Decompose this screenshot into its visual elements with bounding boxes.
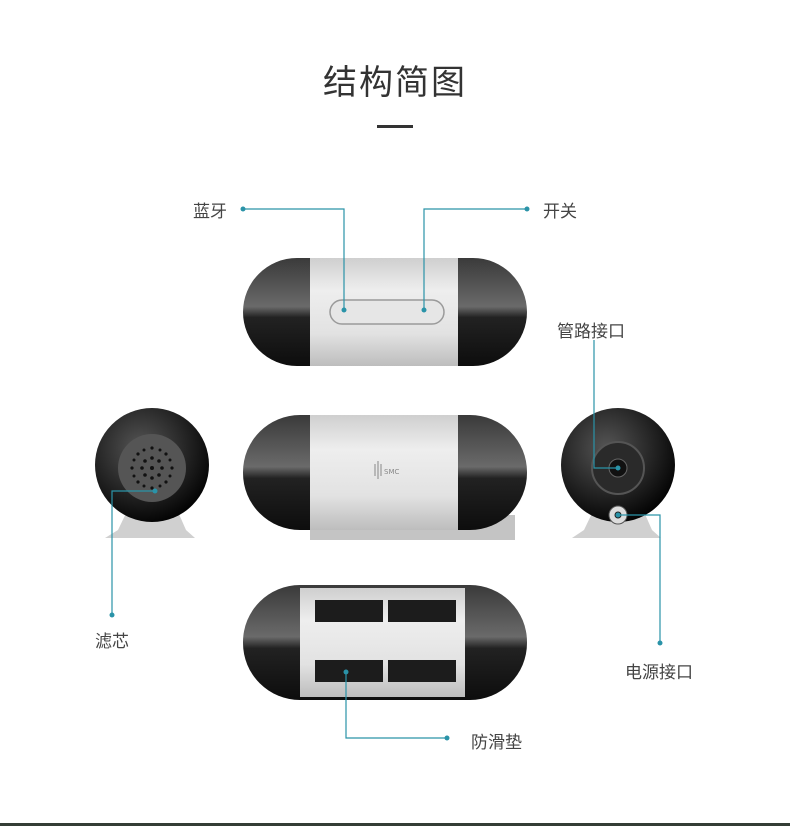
device-top-view	[243, 258, 527, 366]
title-divider	[377, 125, 413, 128]
label-anti-slip-pad: 防滑垫	[471, 733, 522, 753]
anti-slip-pad	[388, 600, 456, 622]
device-front-view: SMC	[243, 415, 527, 540]
anti-slip-pad	[315, 660, 383, 682]
device-right-side-view	[561, 408, 675, 538]
anti-slip-pad	[315, 600, 383, 622]
label-pipe-port: 管路接口	[557, 322, 625, 342]
control-panel	[329, 299, 445, 325]
label-bluetooth: 蓝牙	[193, 202, 227, 222]
svg-text:SMC: SMC	[384, 468, 399, 476]
label-filter: 滤芯	[95, 632, 129, 652]
anti-slip-pad	[388, 660, 456, 682]
label-switch: 开关	[543, 202, 577, 222]
label-power-port: 电源接口	[625, 663, 693, 683]
smc-logo: SMC	[374, 461, 399, 479]
device-left-side-view	[95, 408, 209, 538]
device-bottom-view	[243, 585, 527, 700]
callout-lines	[111, 208, 661, 739]
callout-dots	[109, 206, 663, 741]
bottom-divider	[0, 823, 790, 826]
page-title: 结构简图	[323, 63, 467, 103]
